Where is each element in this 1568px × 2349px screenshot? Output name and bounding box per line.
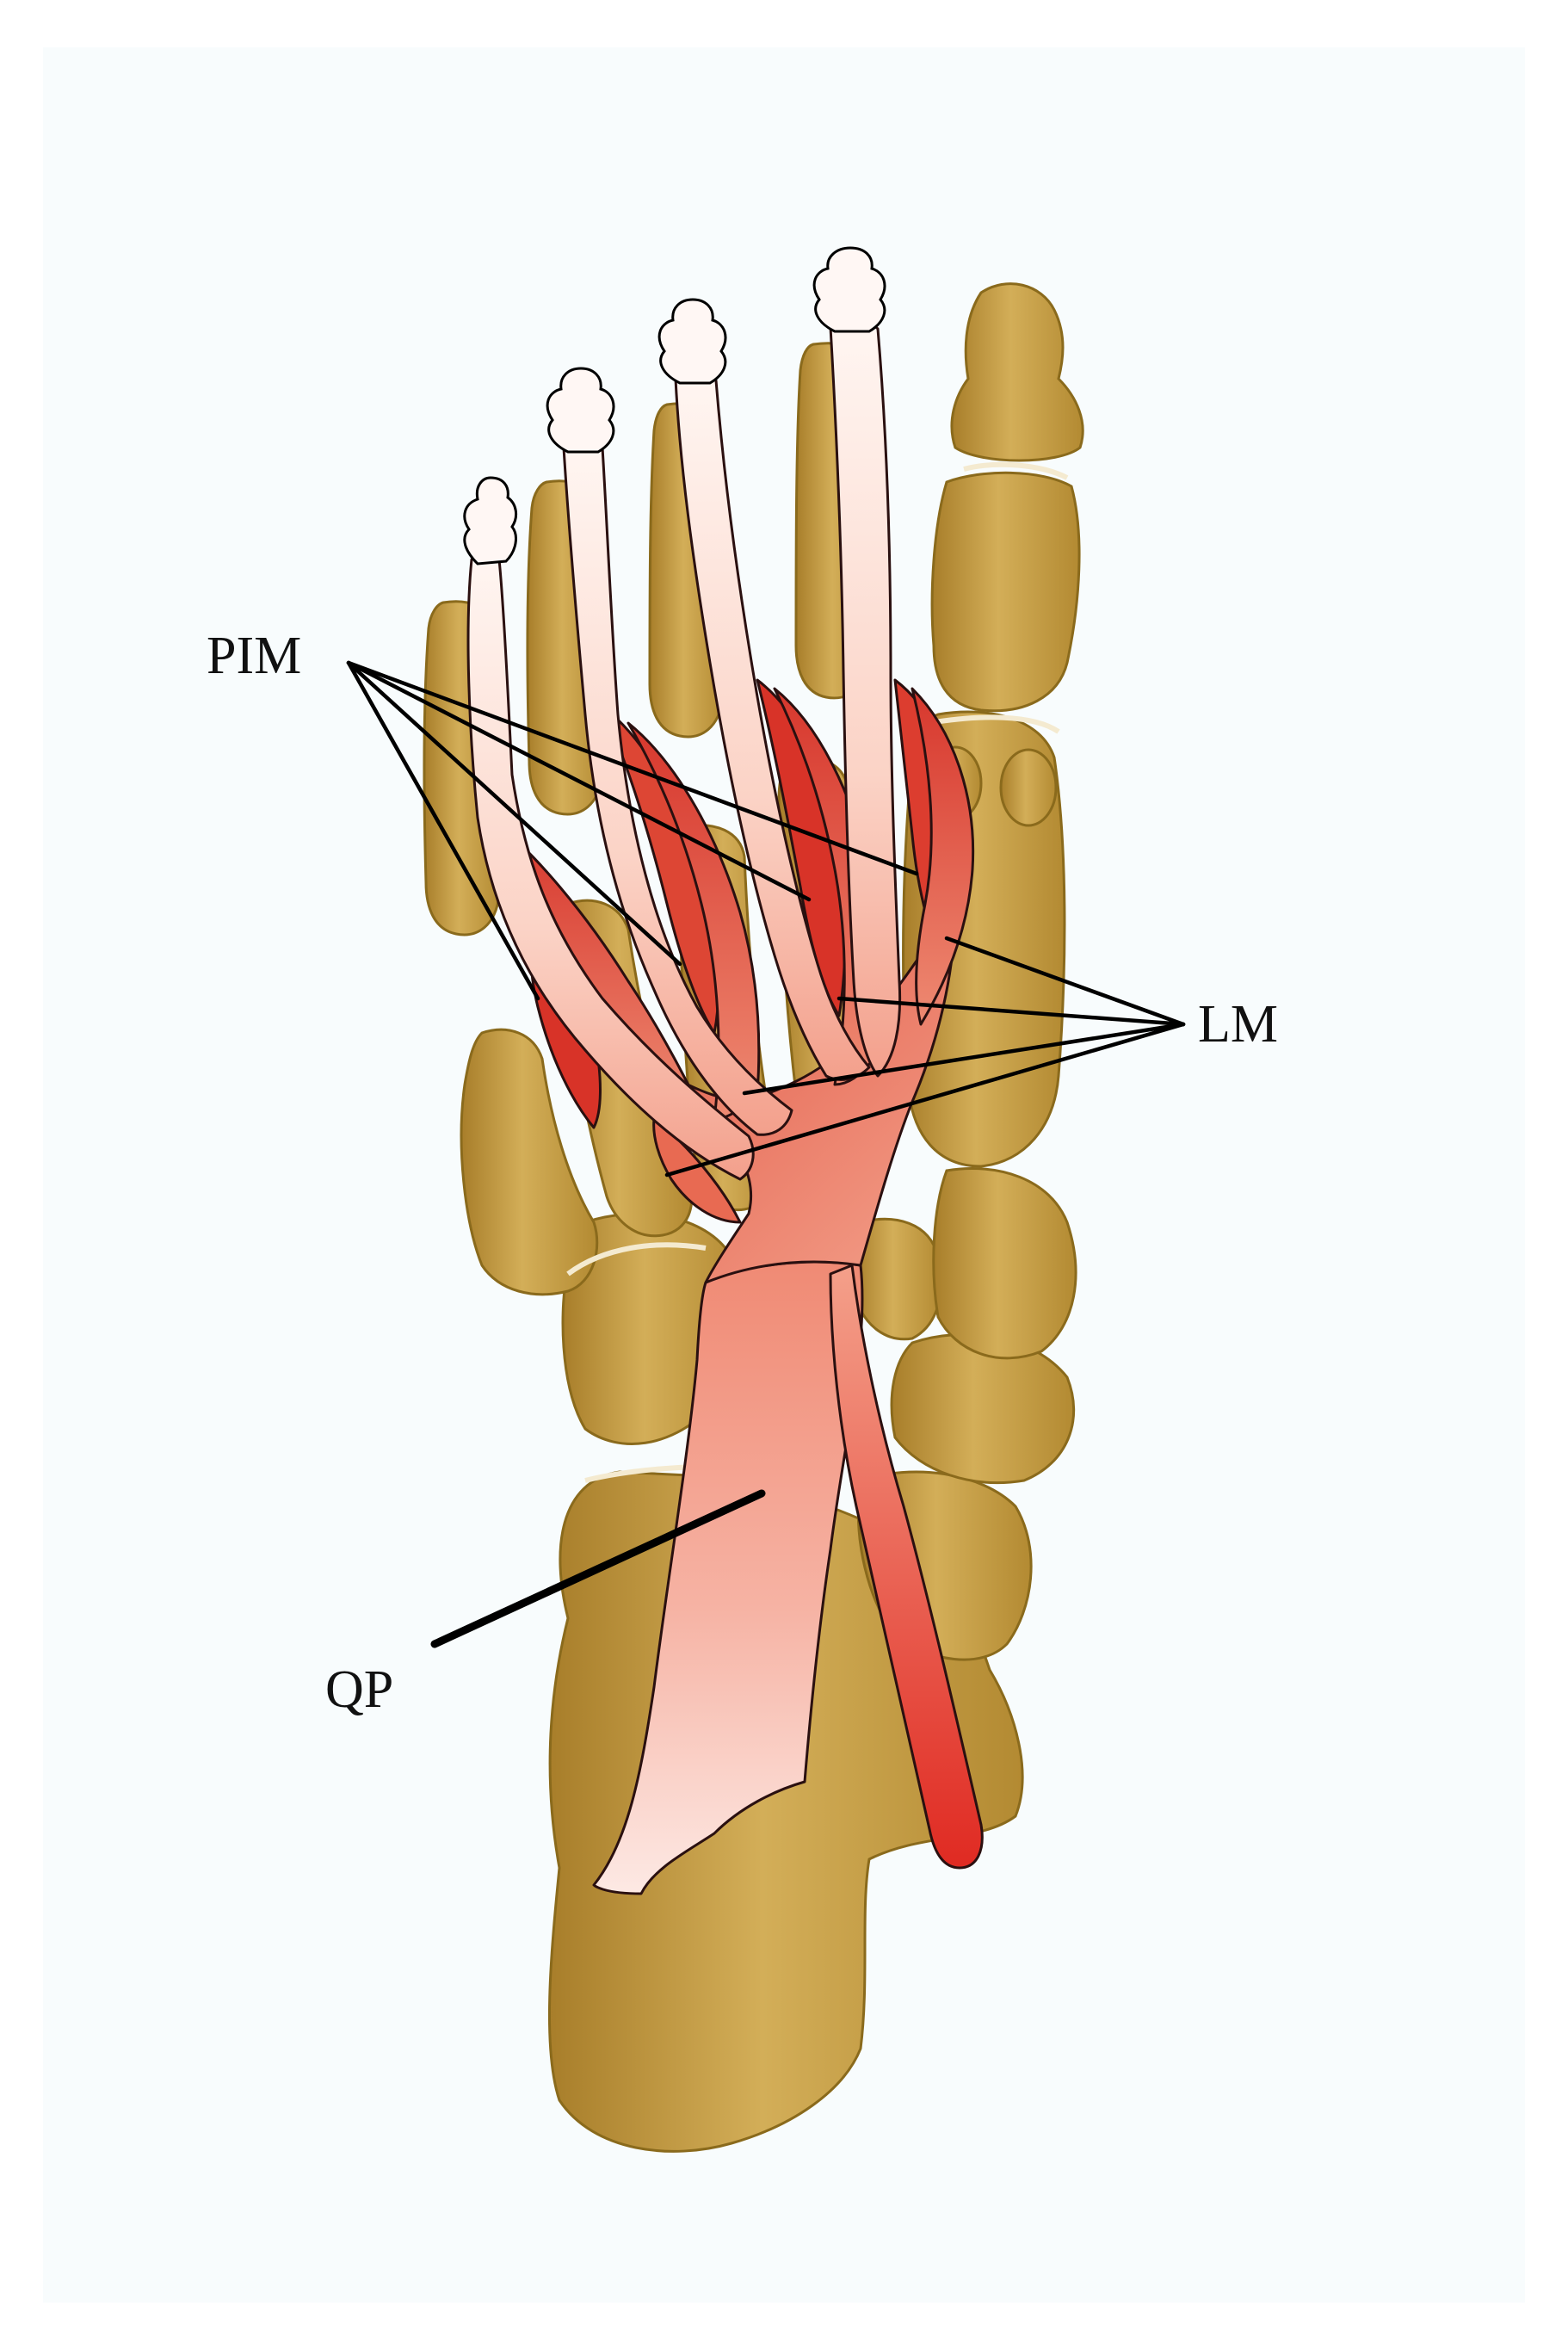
pim-leader-lines <box>346 660 919 1001</box>
hallux-distal-phalanx-bone <box>950 282 1084 462</box>
tendon-toe-4 <box>562 440 793 1136</box>
tendon-tips <box>463 246 886 566</box>
tendon-toe-5 <box>466 552 755 1181</box>
tendon-toe-2 <box>829 319 902 1078</box>
sesamoid-bone <box>999 748 1058 827</box>
hallux-proximal-phalanx-bone <box>930 471 1081 713</box>
flexor-tendon <box>829 1264 984 1870</box>
metatarsal-5-bone <box>460 1028 599 1296</box>
label-qp: QP <box>325 1660 393 1719</box>
qp-leader-line <box>430 1489 766 1648</box>
label-lm: LM <box>1198 995 1278 1054</box>
lumbrical-muscle-slip <box>652 1117 742 1224</box>
flexor-digital-tendons <box>466 319 902 1181</box>
navicular-bone <box>890 1332 1076 1484</box>
medial-cuneiform-bone <box>932 1167 1077 1360</box>
label-pim: PIM <box>207 627 301 685</box>
tendon-tip-toe-5 <box>463 476 518 566</box>
tendon-tip-toe-2 <box>812 246 886 333</box>
tendon-tip-toe-4 <box>546 367 615 454</box>
lm-leader-lines <box>664 936 1186 1178</box>
tendon-tip-toe-3 <box>657 298 727 385</box>
tendon-toe-3 <box>674 371 871 1081</box>
